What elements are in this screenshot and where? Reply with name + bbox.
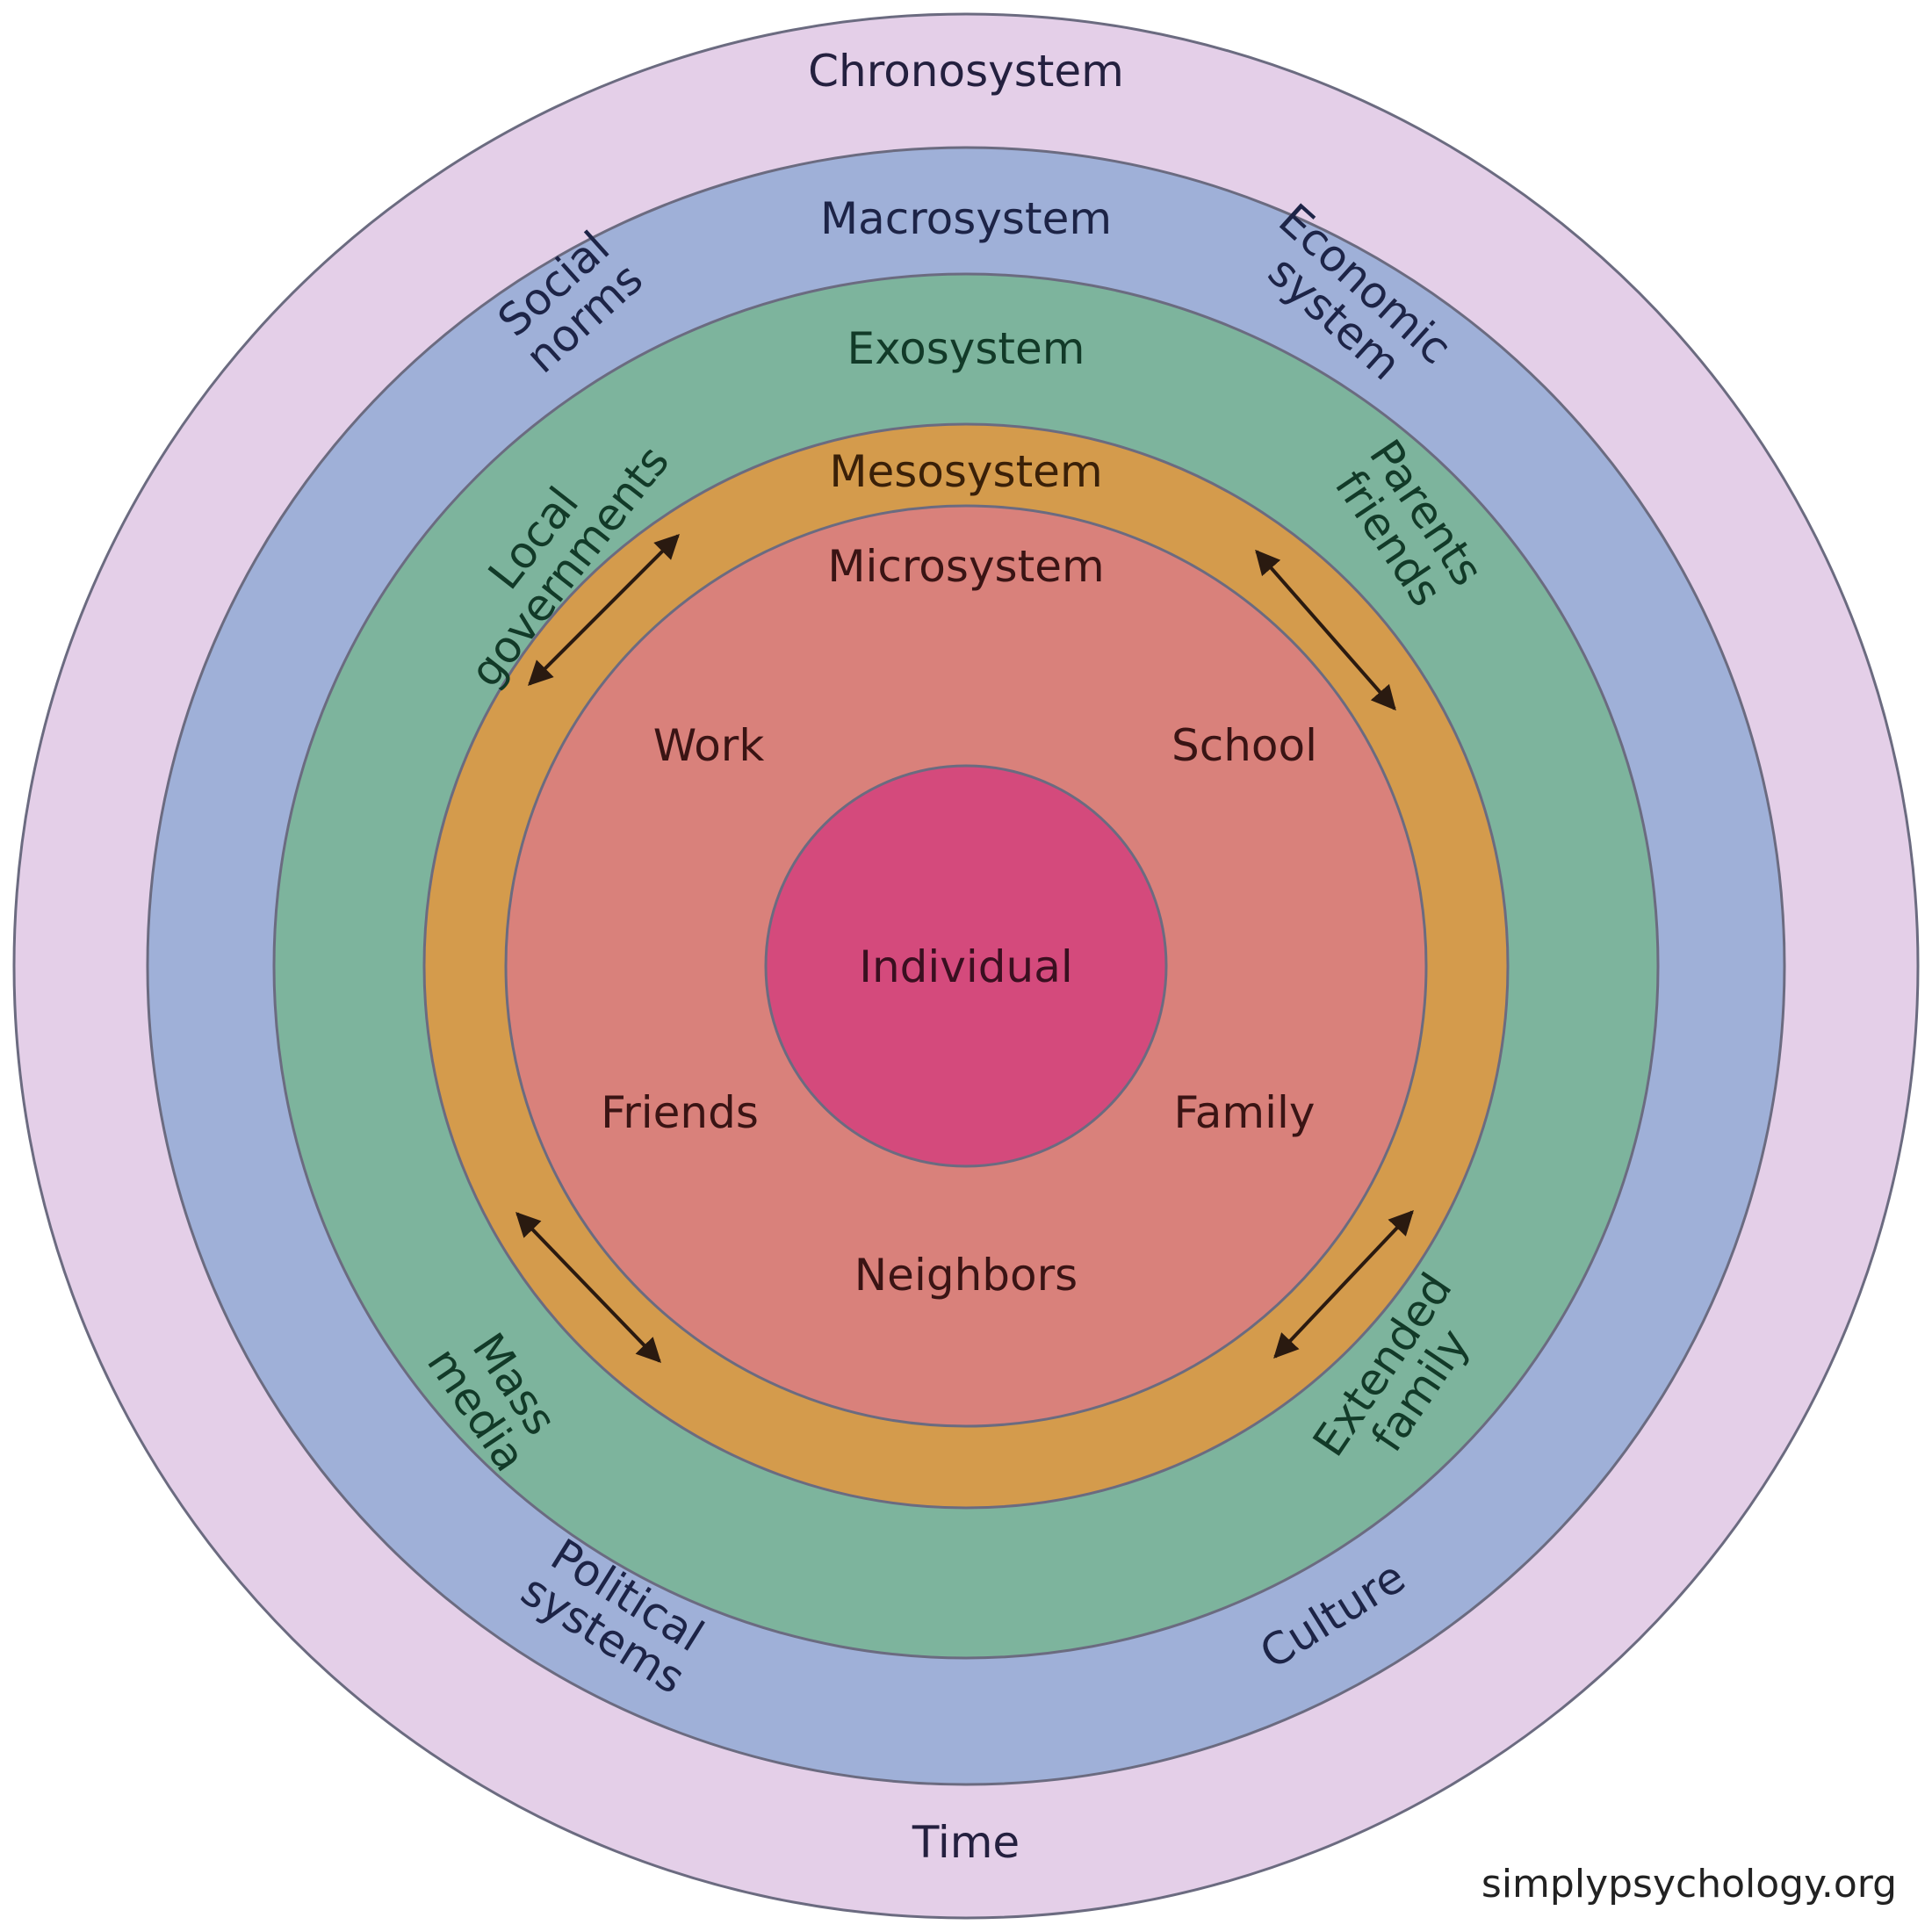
time-label: Time [912, 1817, 1020, 1868]
mesosystem-label: Mesosystem [829, 446, 1102, 497]
chronosystem-label: Chronosystem [808, 46, 1124, 97]
arrow-bottom-right [1273, 1209, 1414, 1359]
individual-circle [764, 764, 1168, 1168]
arrow-bottom-left [515, 1211, 661, 1364]
school-label: School [1171, 720, 1317, 771]
arrow-top-left [528, 534, 680, 686]
friends-label: Friends [601, 1087, 759, 1138]
arrow-top-right [1255, 549, 1396, 711]
neighbors-label: Neighbors [854, 1250, 1078, 1301]
macrosystem-label: Macrosystem [820, 193, 1112, 244]
family-label: Family [1174, 1087, 1316, 1138]
microsystem-label: Microsystem [827, 541, 1104, 592]
exosystem-label: Exosystem [847, 323, 1085, 374]
credit-text: simplypsychology.org [1481, 1862, 1897, 1907]
individual-label: Individual [859, 941, 1073, 992]
work-label: Work [653, 720, 765, 771]
